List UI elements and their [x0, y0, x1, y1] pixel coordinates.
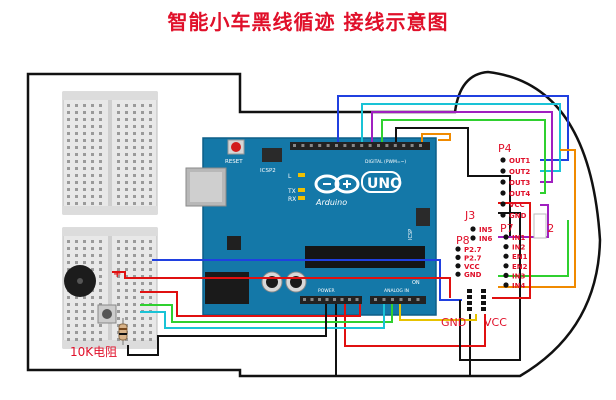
diagram-title: 智能小车黑线循迹 接线示意图 [167, 10, 449, 34]
p7-pin-dot [503, 282, 509, 288]
uno-label: UNO [367, 176, 402, 192]
j3-pin-dot [470, 235, 476, 241]
wire-in4-right [498, 149, 576, 288]
led-rx-label: RX [288, 196, 296, 203]
led-tx-label: TX [287, 188, 296, 195]
p8-pin-label: GND [464, 271, 482, 279]
wire-bb-cyan [140, 304, 385, 329]
atmega-chip [305, 246, 425, 268]
wire-in1-right [498, 204, 549, 238]
vcc-label: VCC [484, 316, 507, 329]
p4-pin-label: GND [509, 212, 527, 220]
p7-pin-dot [503, 244, 509, 250]
p7-pin-dot [503, 234, 509, 240]
resistor-label: 10K电阻 [70, 345, 117, 359]
p4-pin-dot [500, 157, 506, 163]
p7-pin-label: IN2 [512, 244, 525, 252]
p4-pin-label: OUT4 [509, 190, 530, 198]
j3-pin-dot [470, 226, 476, 232]
p8-pin-dot [455, 271, 461, 277]
led-l-label: L [288, 173, 292, 180]
p8-pin-label: VCC [464, 263, 480, 271]
p7-pin-dot [503, 263, 509, 269]
wire-bb-black [127, 304, 327, 356]
p8-pin-dot [455, 246, 461, 252]
digital-label: DIGITAL (PWM=~) [365, 159, 406, 165]
wire-in3 [498, 220, 569, 277]
buzzer: + [64, 265, 121, 297]
power-jack [205, 272, 249, 304]
p7-pin-dot [503, 272, 509, 278]
p7-pin-label: EN1 [512, 253, 528, 261]
chassis-outline [26, 70, 602, 378]
buzzer-plus-label: + [113, 269, 121, 280]
p7-label: P7 [500, 222, 514, 235]
wire-vcc-right [492, 202, 531, 299]
wire-bb-green [140, 304, 393, 323]
wire-bb-red [140, 291, 361, 317]
j3-label: J3 [464, 209, 475, 222]
p4-pin-dot [500, 190, 506, 196]
p7-pin-dot [503, 253, 509, 259]
p4-pin-label: OUT2 [509, 168, 530, 176]
analog-label: ANALOG IN [384, 288, 409, 294]
wire-out1 [337, 95, 569, 161]
p8-pin-label: P2.7 [464, 254, 482, 262]
icsp2-label: ICSP2 [260, 168, 276, 174]
p4-pin-label: OUT1 [509, 157, 530, 165]
wires [112, 95, 576, 377]
analog-header [370, 296, 426, 304]
wire-gnd-black [335, 300, 471, 377]
push-button [97, 304, 117, 324]
icsp-label: ICSP [408, 229, 414, 240]
p8-pin-dot [455, 254, 461, 260]
arduino-uno-board: RESET ICSP2 L TX RX UNO Arduino [185, 137, 437, 316]
wire-vcc-red [344, 300, 486, 347]
p7-pin-label: EN2 [512, 263, 528, 271]
wire-out2 [361, 103, 561, 172]
p4-label: P4 [498, 142, 512, 155]
breadboard-top [62, 91, 158, 215]
p7-pin-label: IN4 [512, 282, 525, 290]
wire-gnd-right [459, 212, 521, 361]
gnd-label: GND [441, 316, 466, 329]
p4-pin-label: OUT3 [509, 179, 530, 187]
wire-out3 [371, 111, 553, 183]
p8-label: P8 [456, 234, 470, 247]
j3-pin-label: IN6 [479, 235, 492, 243]
power-label: POWER [318, 288, 335, 294]
p8-pin-label: P2.7 [464, 246, 482, 254]
j2-label: J2 [543, 222, 554, 235]
brand-label: Arduino [315, 198, 347, 207]
digital-header [290, 142, 430, 150]
wire-in4 [421, 133, 451, 142]
arduino-logo [314, 174, 360, 194]
gnd-vcc-header: GND VCC [441, 286, 507, 329]
wire-bb-red2 [112, 271, 451, 298]
p4-pin-label: VCC [509, 201, 525, 209]
p4-pin-dot [500, 212, 506, 218]
on-label: ON [412, 280, 420, 286]
p4-pin-dot [500, 201, 506, 207]
p8-pin-dot [455, 263, 461, 269]
resistor-10k [118, 318, 128, 345]
wire-in1 [395, 127, 511, 237]
power-header [300, 296, 362, 304]
j3-pin-label: IN5 [479, 226, 492, 234]
wire-out4 [381, 119, 546, 194]
p7-pin-label: IN3 [512, 272, 525, 280]
reset-label: RESET [225, 159, 243, 165]
p7-pin-label: IN1 [512, 234, 525, 242]
p4-pin-dot [500, 168, 506, 174]
p4-pin-dot [500, 179, 506, 185]
